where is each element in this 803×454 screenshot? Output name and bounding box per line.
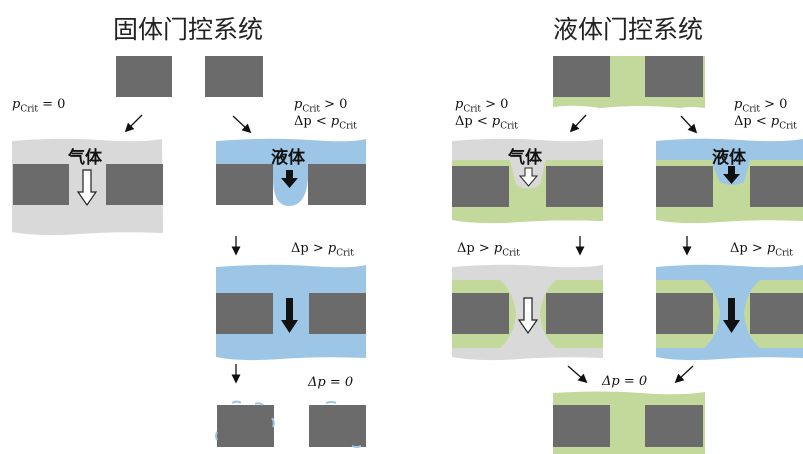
liquid-dp-gt-left: Δp > pCrit xyxy=(457,241,520,259)
liquid-flow-arrow-2-icon xyxy=(723,298,740,333)
solid-top-right-block xyxy=(205,56,263,97)
solid-dp-gt-label: Δp > pCrit xyxy=(291,241,354,259)
solid-dp-lt-label: Δp < pCrit xyxy=(294,114,357,132)
liquid-gating-push-arrow-icon xyxy=(723,166,740,184)
gas-flow-arrow-icon xyxy=(76,169,98,207)
solid-liquid-label: 液体 xyxy=(271,148,305,168)
liquid-gating-title: 液体门控系统 xyxy=(553,15,704,44)
liquid-dp-lt-left: Δp < pCrit xyxy=(455,114,518,132)
liquid-dp-lt-right: Δp < pCrit xyxy=(734,114,797,132)
solid-dp-zero-label: Δp = 0 xyxy=(308,375,354,390)
liquid-gating-liquid-label: 液体 xyxy=(712,148,746,168)
gas-push-arrow-icon xyxy=(518,167,539,187)
arrow-to-gas-case xyxy=(124,114,143,133)
solid-pcrit-gt-label: pCrit > 0 xyxy=(294,97,348,115)
gas-flow-arrow-2-icon xyxy=(517,297,539,335)
arrow-to-liquid-case xyxy=(232,115,252,134)
liquid-pcrit-gt-left: pCrit > 0 xyxy=(455,97,509,115)
liquid-dp-zero-label: Δp = 0 xyxy=(602,374,648,389)
solid-gating-title: 固体门控系统 xyxy=(113,15,264,44)
liquid-pcrit-gt-right: pCrit > 0 xyxy=(734,97,788,115)
liquid-gating-gas-label: 气体 xyxy=(508,148,542,168)
liquid-dp-gt-right: Δp > pCrit xyxy=(730,241,793,259)
liquid-flow-arrow-icon xyxy=(281,298,298,333)
solid-top-left-block xyxy=(116,56,172,97)
liquid-push-arrow-icon xyxy=(281,170,298,188)
solid-gas-label: 气体 xyxy=(68,148,102,168)
solid-pcrit-zero-label: pCrit = 0 xyxy=(12,97,66,115)
